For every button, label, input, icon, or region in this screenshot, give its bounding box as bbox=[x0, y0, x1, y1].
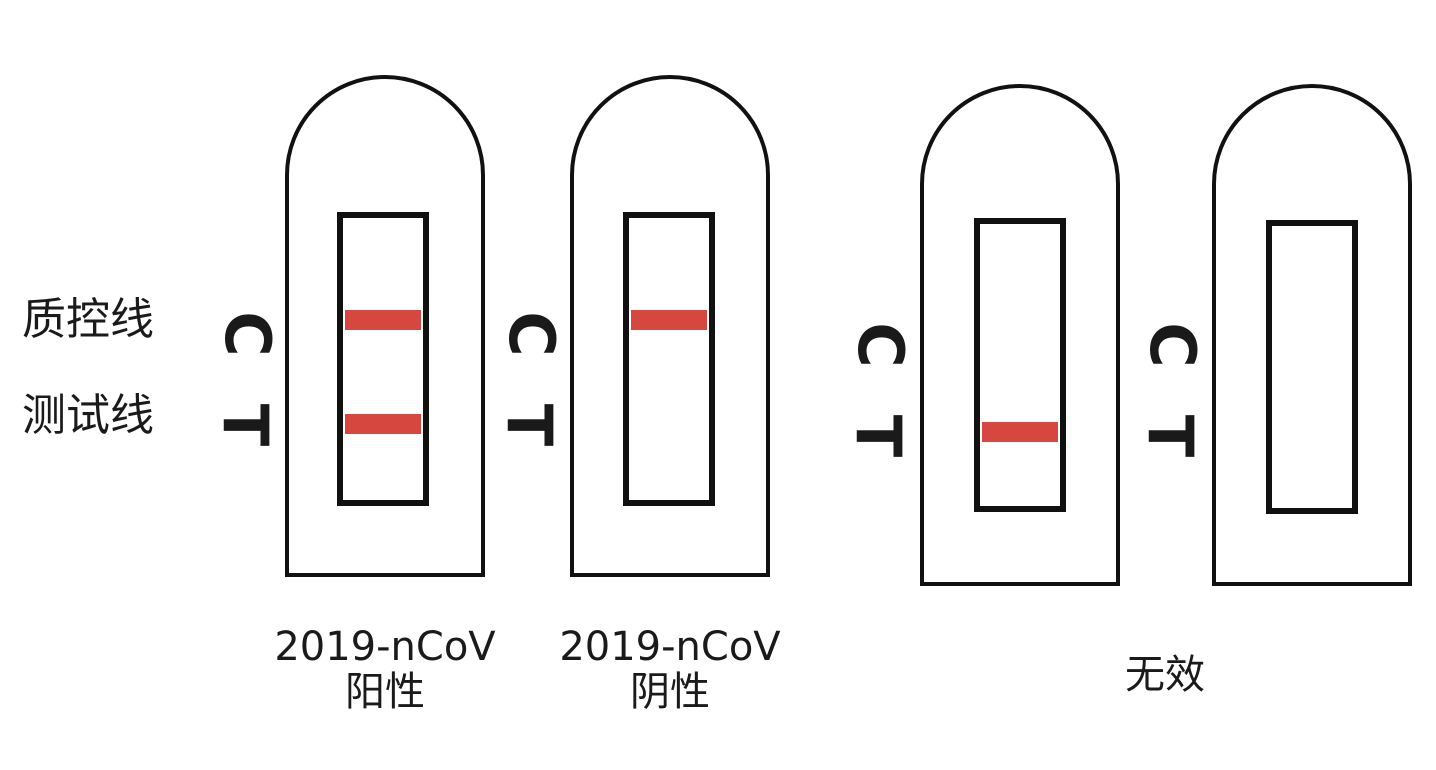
t-marker: T bbox=[209, 403, 283, 447]
result-window bbox=[623, 212, 715, 506]
caption-invalid: 无效 bbox=[1065, 653, 1265, 698]
test-cassette-invalid-none bbox=[1212, 84, 1412, 586]
t-marker: T bbox=[493, 403, 567, 447]
t-marker: T bbox=[842, 414, 916, 458]
control-band bbox=[345, 310, 421, 330]
caption-line1: 无效 bbox=[1125, 652, 1205, 698]
control-band bbox=[631, 310, 707, 330]
result-window bbox=[974, 218, 1066, 512]
test-line-label: 测试线 bbox=[22, 390, 154, 441]
c-marker: C bbox=[210, 311, 284, 357]
caption-line2: 阴性 bbox=[630, 668, 710, 715]
test-cassette-positive bbox=[285, 75, 485, 577]
c-marker: C bbox=[1135, 322, 1209, 368]
test-cassette-invalid-t-only bbox=[920, 84, 1120, 586]
test-cassette-negative bbox=[570, 75, 770, 577]
control-line-label: 质控线 bbox=[22, 294, 154, 345]
caption-line2: 阳性 bbox=[345, 668, 425, 715]
t-marker: T bbox=[1134, 414, 1208, 458]
result-window bbox=[1266, 220, 1358, 514]
caption-negative: 2019-nCoV 阴性 bbox=[540, 625, 800, 715]
c-marker: C bbox=[843, 322, 917, 368]
c-marker: C bbox=[494, 311, 568, 357]
test-band bbox=[982, 422, 1058, 442]
result-window bbox=[337, 212, 429, 506]
test-band bbox=[345, 414, 421, 434]
caption-line1: 2019-nCoV bbox=[559, 624, 781, 670]
caption-line1: 2019-nCoV bbox=[274, 624, 496, 670]
caption-positive: 2019-nCoV 阳性 bbox=[255, 625, 515, 715]
